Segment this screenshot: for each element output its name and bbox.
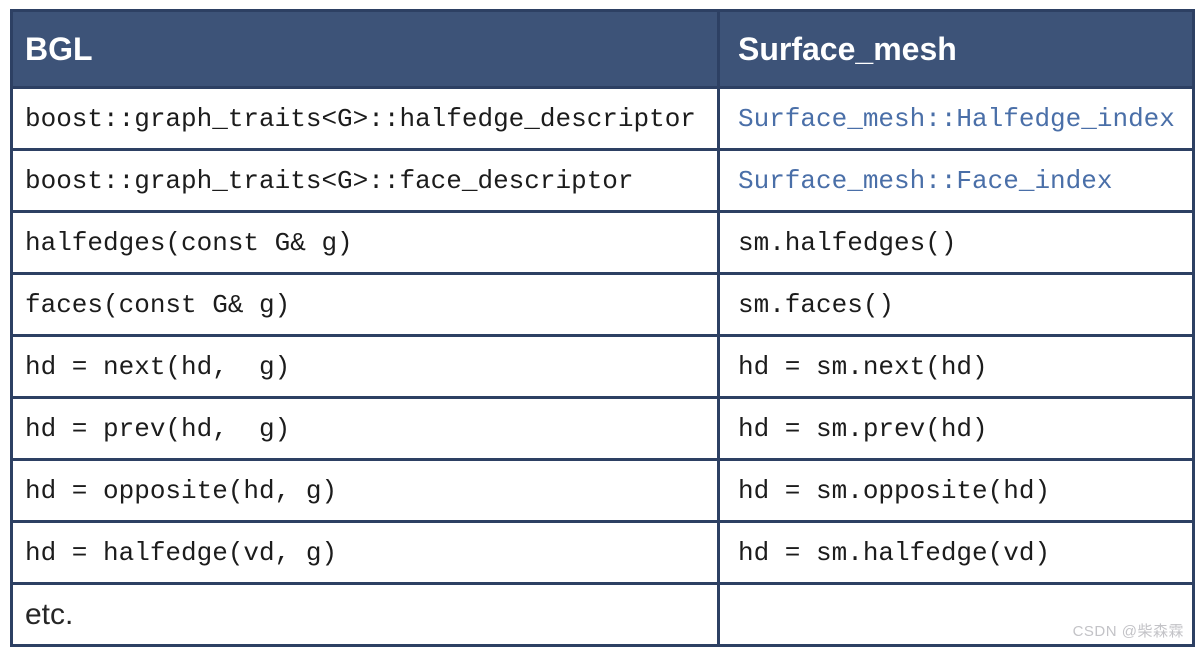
- surface-mesh-type-link[interactable]: Surface_mesh::Halfedge_index: [738, 103, 1175, 134]
- bgl-cell: boost::graph_traits<G>::halfedge_descrip…: [10, 86, 720, 151]
- column-header-surface-mesh: Surface_mesh: [717, 9, 1195, 89]
- table-row: hd = next(hd, g)hd = sm.next(hd): [10, 334, 1195, 399]
- bgl-cell: faces(const G& g): [10, 272, 720, 337]
- bgl-cell: boost::graph_traits<G>::face_descriptor: [10, 148, 720, 213]
- bgl-surface-mesh-comparison-table: BGL Surface_mesh boost::graph_traits<G>:…: [10, 9, 1195, 647]
- surface-mesh-cell: [717, 582, 1195, 647]
- surface-mesh-cell: sm.faces(): [717, 272, 1195, 337]
- bgl-cell: etc.: [10, 582, 720, 647]
- column-header-bgl: BGL: [10, 9, 720, 89]
- table-row: hd = opposite(hd, g)hd = sm.opposite(hd): [10, 458, 1195, 523]
- table-row: boost::graph_traits<G>::face_descriptor S…: [10, 148, 1195, 213]
- bgl-cell: hd = opposite(hd, g): [10, 458, 720, 523]
- header-row: BGL Surface_mesh: [10, 9, 1195, 89]
- bgl-cell: halfedges(const G& g): [10, 210, 720, 275]
- surface-mesh-cell: Surface_mesh::Face_index: [717, 148, 1195, 213]
- surface-mesh-cell: hd = sm.prev(hd): [717, 396, 1195, 461]
- surface-mesh-cell: hd = sm.next(hd): [717, 334, 1195, 399]
- table-row: hd = prev(hd, g)hd = sm.prev(hd): [10, 396, 1195, 461]
- table-row: boost::graph_traits<G>::halfedge_descrip…: [10, 86, 1195, 151]
- bgl-cell: hd = prev(hd, g): [10, 396, 720, 461]
- bgl-cell: hd = halfedge(vd, g): [10, 520, 720, 585]
- table-row: hd = halfedge(vd, g)hd = sm.halfedge(vd): [10, 520, 1195, 585]
- surface-mesh-cell: hd = sm.halfedge(vd): [717, 520, 1195, 585]
- table-row: etc.: [10, 582, 1195, 647]
- table-row: halfedges(const G& g)sm.halfedges(): [10, 210, 1195, 275]
- csdn-watermark: CSDN @柴森霖: [1072, 623, 1184, 640]
- surface-mesh-cell: hd = sm.opposite(hd): [717, 458, 1195, 523]
- table-row: faces(const G& g)sm.faces(): [10, 272, 1195, 337]
- surface-mesh-cell: Surface_mesh::Halfedge_index: [717, 86, 1195, 151]
- bgl-cell: hd = next(hd, g): [10, 334, 720, 399]
- surface-mesh-type-link[interactable]: Surface_mesh::Face_index: [738, 165, 1113, 196]
- surface-mesh-cell: sm.halfedges(): [717, 210, 1195, 275]
